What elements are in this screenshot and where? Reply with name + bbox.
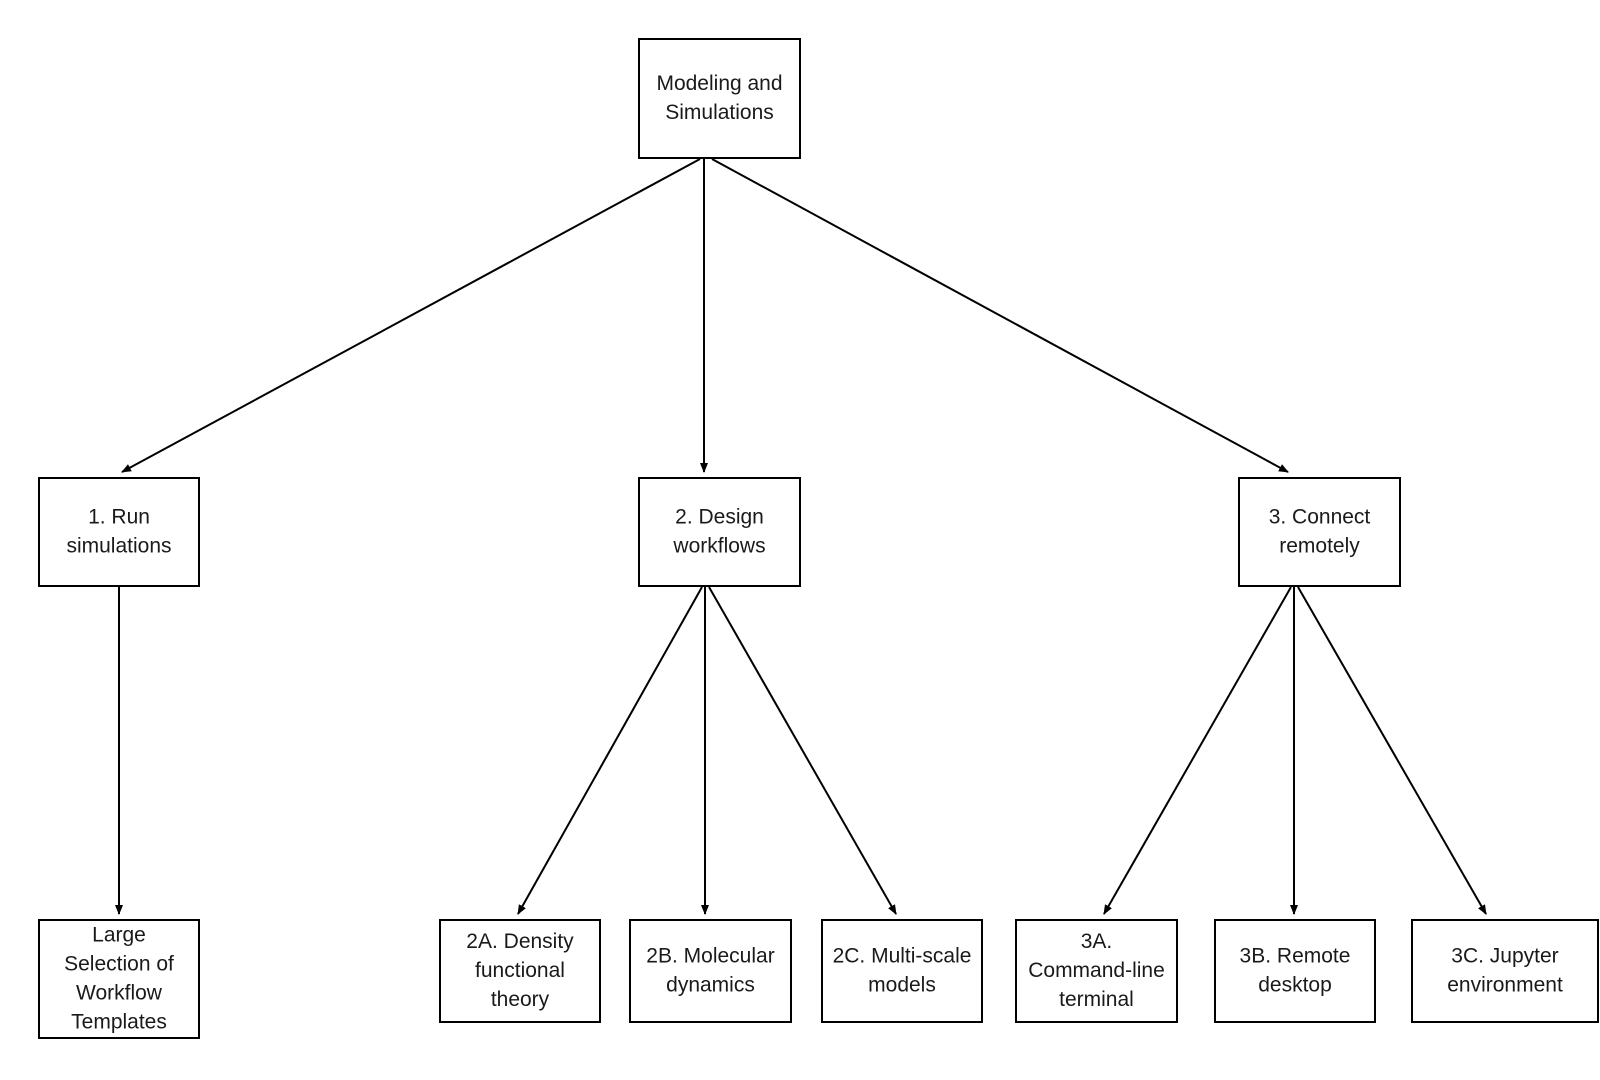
edge-n3-to-n3c <box>1297 586 1487 915</box>
node-box-n2b[interactable] <box>629 919 792 1023</box>
node-box-n1a[interactable] <box>38 919 200 1039</box>
edge-n3-to-n3a <box>1103 586 1292 915</box>
node-box-n3b[interactable] <box>1214 919 1376 1023</box>
edge-root-to-n1 <box>121 158 701 473</box>
node-box-root[interactable] <box>638 38 801 159</box>
node-box-n3c[interactable] <box>1411 919 1599 1023</box>
edge-root-to-n3 <box>711 158 1289 473</box>
node-box-n3[interactable] <box>1238 477 1401 587</box>
node-box-n1[interactable] <box>38 477 200 587</box>
node-box-n2c[interactable] <box>821 919 983 1023</box>
edge-n2-to-n2c <box>708 586 897 915</box>
edge-n2-to-n2a <box>517 586 703 915</box>
edges-layer <box>115 158 1487 915</box>
node-box-n2[interactable] <box>638 477 801 587</box>
node-box-n2a[interactable] <box>439 919 601 1023</box>
node-box-n3a[interactable] <box>1015 919 1178 1023</box>
